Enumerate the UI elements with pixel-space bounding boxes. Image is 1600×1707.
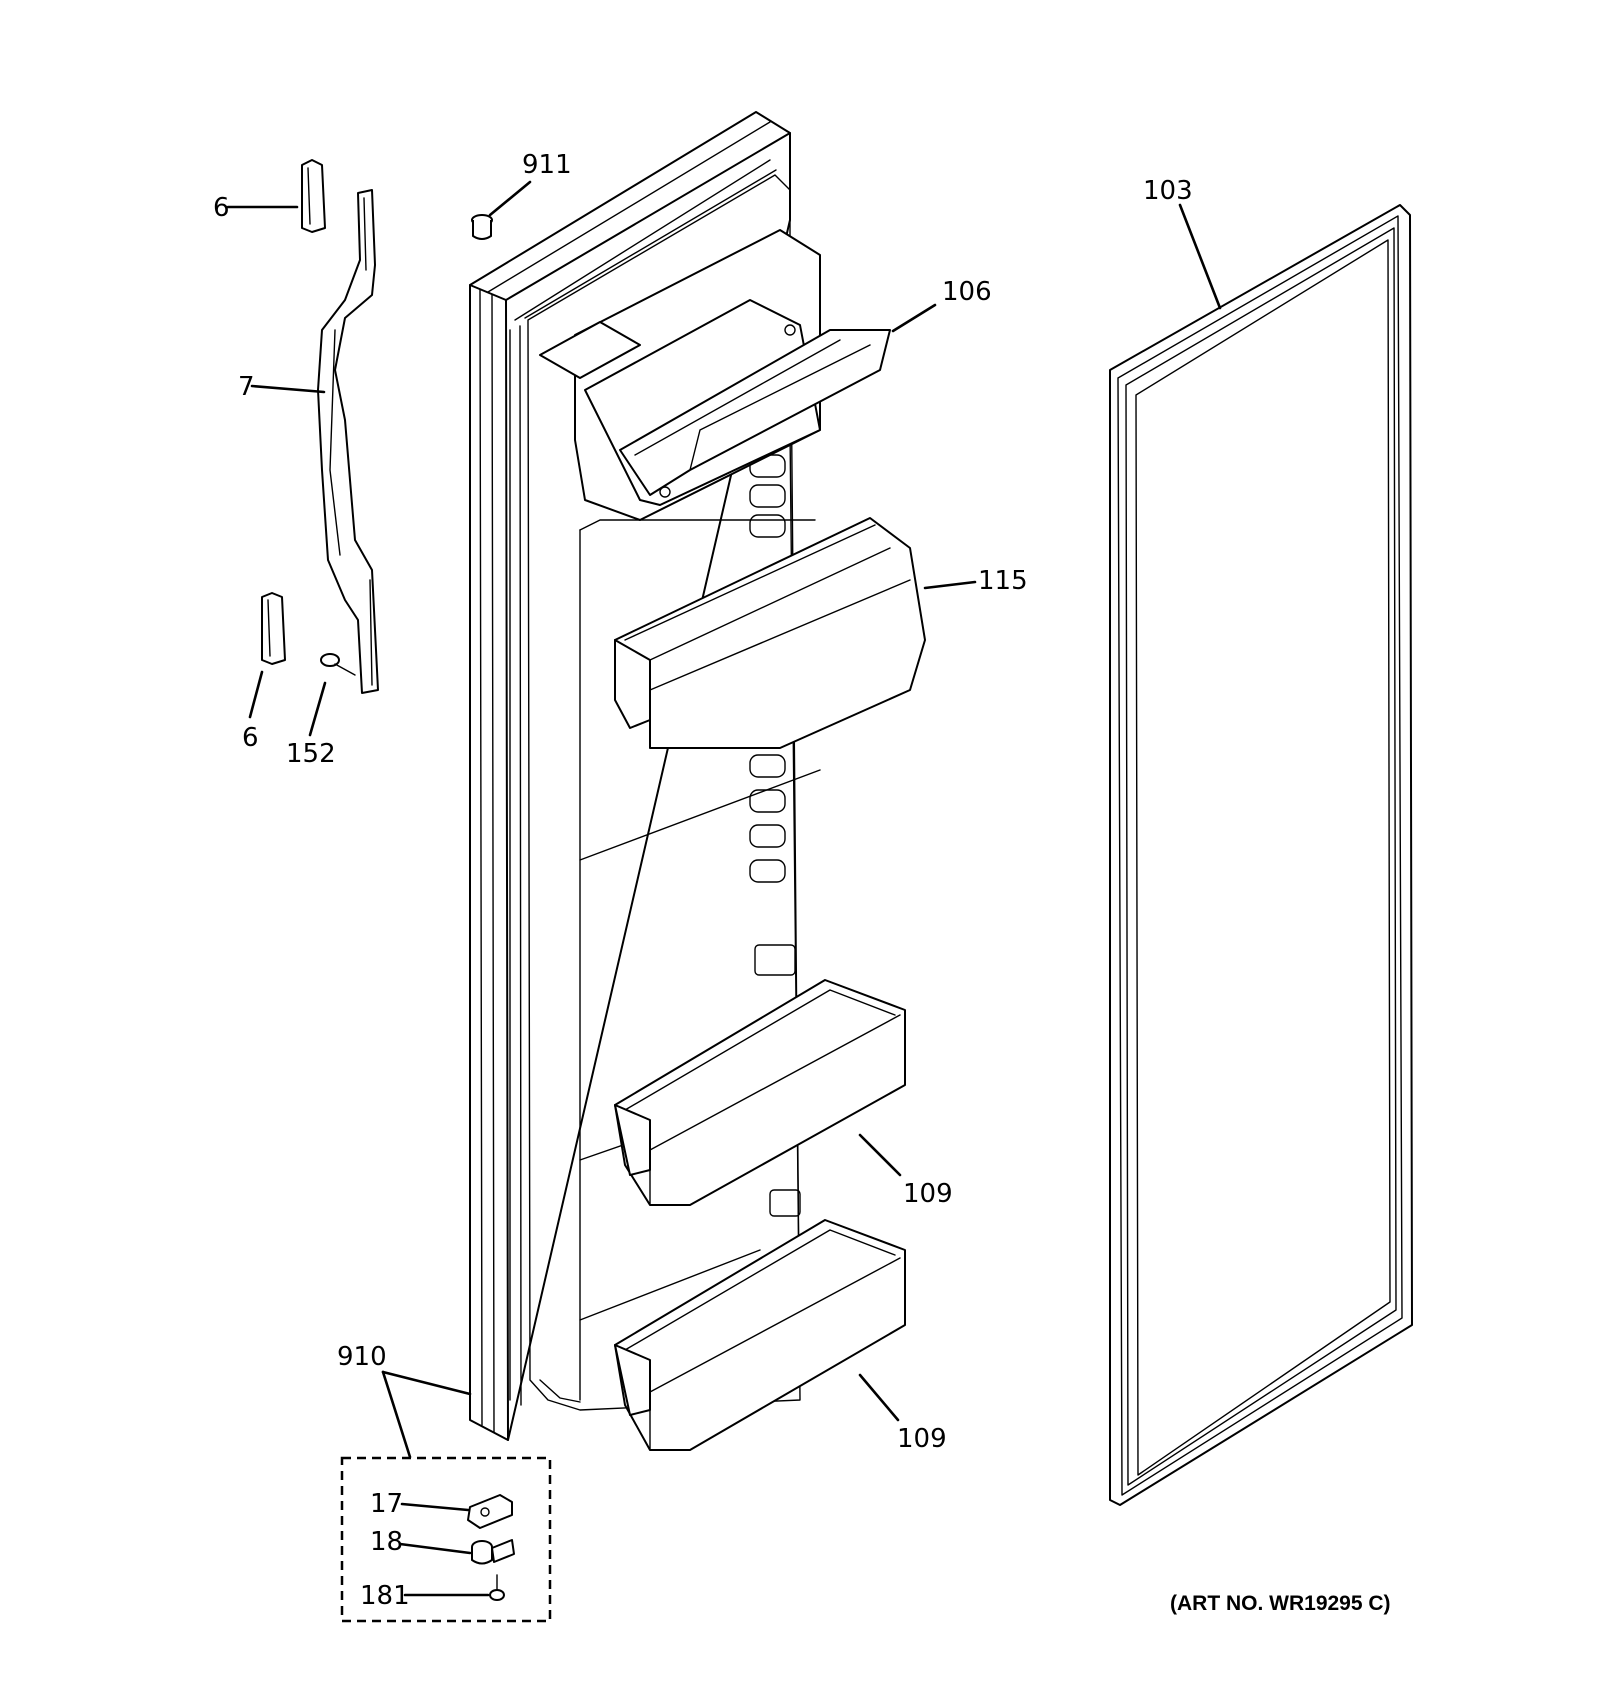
door-gasket <box>1109 204 1413 1506</box>
leader-910a <box>381 1370 472 1396</box>
screw-181 <box>489 1574 505 1601</box>
callout-109-lower: 109 <box>897 1424 947 1454</box>
hinge-pin-18 <box>471 1539 515 1565</box>
leader-115 <box>923 580 977 590</box>
art-number: (ART NO. WR19295 C) <box>1170 1592 1391 1615</box>
leader-109a <box>858 1133 902 1177</box>
door-bin-109-upper <box>614 979 906 1206</box>
screw-152 <box>320 653 356 676</box>
handle-clip-bottom <box>261 592 286 665</box>
callout-910: 910 <box>337 1342 387 1372</box>
callout-106: 106 <box>942 277 992 307</box>
hinge-plate-17 <box>467 1494 513 1529</box>
leader-910b <box>381 1370 412 1459</box>
leader-103 <box>1178 203 1222 310</box>
callout-7: 7 <box>238 372 255 402</box>
leader-7 <box>250 384 326 394</box>
callout-18: 18 <box>370 1527 403 1557</box>
plug-911 <box>471 214 493 240</box>
leader-109b <box>858 1373 900 1422</box>
leader-6b <box>248 670 264 719</box>
leader-lines <box>226 180 1222 1597</box>
callout-181: 181 <box>360 1581 410 1611</box>
door-handle <box>317 189 379 694</box>
callout-103: 103 <box>1143 176 1193 206</box>
handle-clip-top <box>301 159 326 233</box>
leader-17 <box>400 1502 470 1512</box>
callout-115: 115 <box>978 566 1028 596</box>
hinge-parts-box <box>340 1456 552 1623</box>
callout-labels: 911 6 7 6 152 106 115 103 109 109 910 17… <box>213 150 1193 1611</box>
leader-152 <box>308 681 327 737</box>
callout-152: 152 <box>286 739 336 769</box>
leader-18 <box>398 1542 472 1555</box>
dairy-compartment <box>539 229 891 521</box>
door-gasket-channel <box>509 159 777 1406</box>
callout-6-bottom: 6 <box>242 723 259 753</box>
leader-911 <box>488 180 532 217</box>
callout-911: 911 <box>522 150 572 180</box>
leader-106 <box>891 303 937 333</box>
door-bin-109-lower <box>614 1219 906 1451</box>
callout-6-top: 6 <box>213 193 230 223</box>
callout-17: 17 <box>370 1489 403 1519</box>
callout-109-upper: 109 <box>903 1179 953 1209</box>
door-bin-115 <box>614 517 926 749</box>
